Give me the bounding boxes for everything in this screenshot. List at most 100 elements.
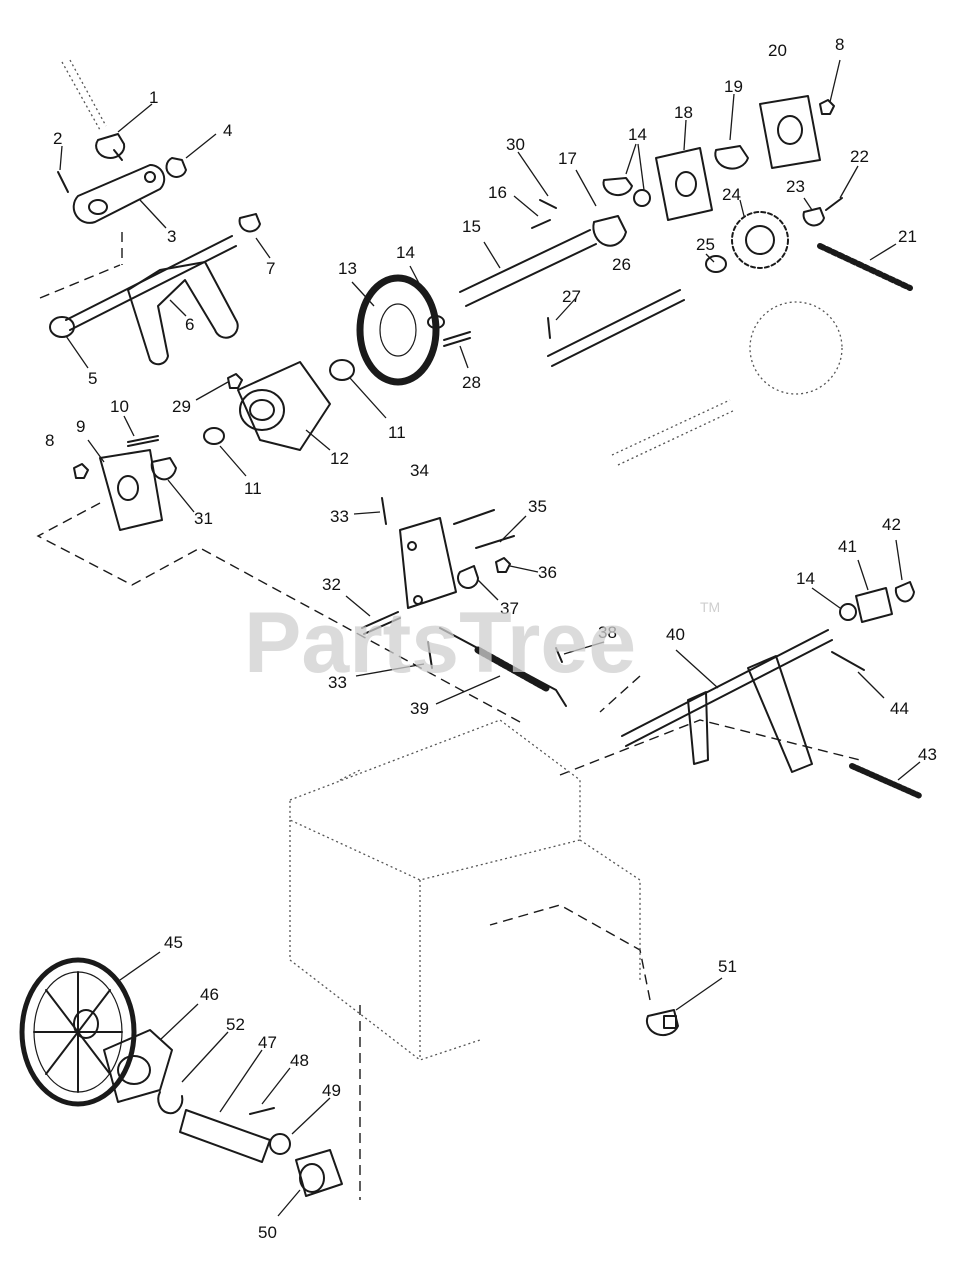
callout-12: 12 <box>330 449 349 468</box>
callout-14-top: 14 <box>628 125 647 144</box>
callout-11-upper: 11 <box>388 423 406 442</box>
callout-11-lower: 11 <box>244 479 262 498</box>
callout-23: 23 <box>786 177 805 196</box>
callout-26: 26 <box>612 255 631 274</box>
assembly-guide-lines <box>36 232 861 1200</box>
part-19-bearing <box>714 145 749 170</box>
part-29-nut <box>227 373 243 389</box>
callout-14-lever: 14 <box>796 569 815 588</box>
part-24-sprocket <box>731 211 789 269</box>
callout-8-left: 8 <box>45 431 54 450</box>
callout-19: 19 <box>724 77 743 96</box>
part-42-bushing <box>894 581 915 603</box>
part-11-washer-right <box>329 359 355 381</box>
callout-9: 9 <box>76 417 85 436</box>
part-11-washer-left <box>203 427 225 445</box>
callout-46: 46 <box>200 985 219 1004</box>
callout-36: 36 <box>538 563 557 582</box>
pulley-group <box>19 957 679 1197</box>
callout-37: 37 <box>500 599 519 618</box>
part-3-link <box>72 163 166 224</box>
callout-10: 10 <box>110 397 129 416</box>
part-43-spring <box>849 763 923 799</box>
callout-52: 52 <box>226 1015 245 1034</box>
callout-8-right: 8 <box>835 35 844 54</box>
callout-2: 2 <box>53 129 62 148</box>
callout-17: 17 <box>558 149 577 168</box>
gear-shaft-group <box>356 199 627 386</box>
part-28-bolt <box>443 331 471 347</box>
callout-20: 20 <box>768 41 787 60</box>
callout-40: 40 <box>666 625 685 644</box>
callout-41: 41 <box>838 537 857 556</box>
part-13-drive-plate <box>356 274 440 386</box>
part-48-key <box>249 1107 275 1115</box>
part-16-key <box>531 219 551 229</box>
part-52-ring <box>157 1091 184 1115</box>
callout-27: 27 <box>562 287 581 306</box>
callout-51: 51 <box>718 957 737 976</box>
part-31-bearing <box>150 457 177 481</box>
part-40-shaft <box>621 629 833 747</box>
part-9-flange-plate <box>99 449 163 531</box>
part-1-screw <box>95 133 126 161</box>
part-5-shaft <box>65 235 237 331</box>
part-34-bracket <box>399 517 457 609</box>
callout-34: 34 <box>410 461 429 480</box>
callout-1: 1 <box>149 88 158 107</box>
left-bearing-group <box>73 359 355 531</box>
part-47-shaft <box>179 1109 271 1163</box>
part-17-pinion <box>592 215 627 247</box>
callout-31: 31 <box>194 509 213 528</box>
part-33-cotter-pin <box>381 497 387 525</box>
part-44-pin <box>831 651 865 671</box>
part-27-shaft <box>547 289 685 367</box>
callout-18: 18 <box>674 103 693 122</box>
callout-35: 35 <box>528 497 547 516</box>
part-7-bushing <box>238 213 261 233</box>
callout-49: 49 <box>322 1081 341 1100</box>
callout-48: 48 <box>290 1051 309 1070</box>
callout-28: 28 <box>462 373 481 392</box>
part-38-clip <box>555 647 563 663</box>
callout-7: 7 <box>266 259 275 278</box>
part-18-flange <box>655 147 713 221</box>
part-51-bushing <box>645 1009 679 1037</box>
callout-15: 15 <box>462 217 481 236</box>
callout-45: 45 <box>164 933 183 952</box>
callout-22: 22 <box>850 147 869 166</box>
part-25-washer <box>705 255 727 273</box>
part-22-bolt <box>825 197 843 211</box>
right-lever-group <box>621 581 923 799</box>
auger-housing <box>289 719 641 1061</box>
part-4-bushing <box>165 157 187 178</box>
part-8-nut-right <box>819 99 835 115</box>
callout-47: 47 <box>258 1033 277 1052</box>
callout-21: 21 <box>898 227 917 246</box>
callout-3: 3 <box>167 227 176 246</box>
sprocket-group <box>547 95 913 395</box>
callout-38: 38 <box>598 623 617 642</box>
part-45-pulley <box>19 957 137 1107</box>
part-32-bolt <box>361 611 401 635</box>
shift-linkage-group <box>49 59 261 366</box>
callout-16: 16 <box>488 183 507 202</box>
callout-labels: 1 2 3 4 5 6 7 8 8 9 10 11 11 12 13 14 14… <box>45 35 937 1242</box>
part-2-pin <box>57 171 69 193</box>
part-12-bearing-housing <box>237 361 331 451</box>
part-30-pin <box>539 199 557 209</box>
callout-43: 43 <box>918 745 937 764</box>
callout-33-bottom: 33 <box>328 673 347 692</box>
part-15-shaft <box>459 229 597 307</box>
callout-13: 13 <box>338 259 357 278</box>
callout-14-gear: 14 <box>396 243 415 262</box>
part-41-spacer <box>855 587 893 623</box>
part-49-washer <box>269 1133 291 1155</box>
callout-42: 42 <box>882 515 901 534</box>
callout-6: 6 <box>185 315 194 334</box>
part-6-shift-fork <box>127 261 239 366</box>
callout-50: 50 <box>258 1223 277 1242</box>
lever-assembly-group <box>361 497 567 707</box>
part-36-nut <box>495 557 511 573</box>
